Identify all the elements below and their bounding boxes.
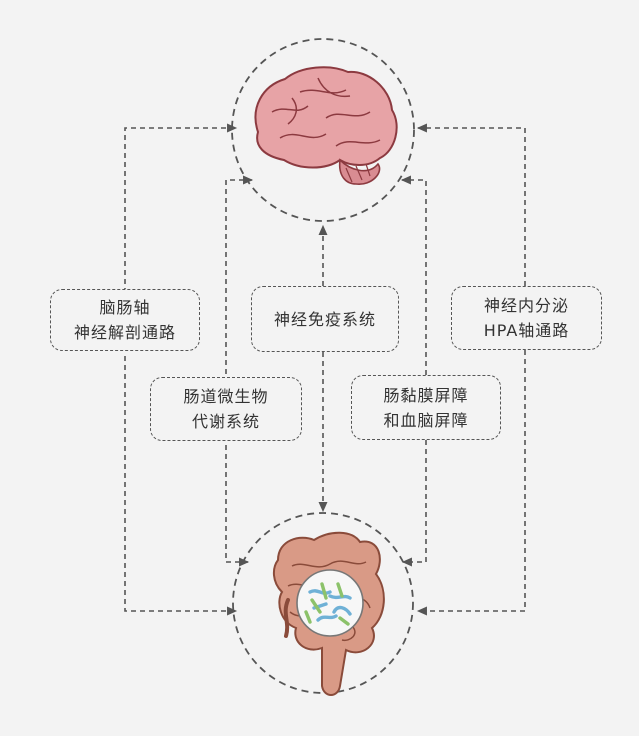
brain-icon [254,66,398,185]
connector-left-inner-bottom [225,445,250,567]
connector-right-outer-top [416,123,526,286]
connector-right-inner-top [400,175,427,375]
connector-left-outer-bottom [124,356,238,616]
pathway-line-2: 代谢系统 [191,412,260,431]
intestine-icon [272,531,385,696]
pathway-line-2: HPA轴通路 [483,321,570,340]
connector-left-outer-top [124,123,238,302]
pathway-line-1: 神经内分泌 [483,296,569,315]
bacteria-icon [304,582,352,626]
pathway-line-1: 脑肠轴 [99,298,151,317]
pathway-line-1: 肠黏膜屏障 [383,385,469,405]
pathway-line-1: 神经免疫系统 [273,309,376,329]
pathway-box-gut-brain-axis: 脑肠轴 神经解剖通路 [50,289,200,351]
pathway-line-2: 和血脑屏障 [383,410,469,430]
pathway-line-2: 神经解剖通路 [73,323,176,342]
connector-right-inner-bottom [401,440,427,567]
pathway-box-immune: 神经免疫系统 [251,286,399,352]
pathway-box-microbiota-metabolism: 肠道微生物 代谢系统 [150,377,302,441]
pathway-box-barrier: 肠黏膜屏障 和血脑屏障 [351,375,501,440]
pathway-line-1: 肠道微生物 [183,387,269,406]
connector-right-outer-bottom [416,350,526,616]
connector-left-inner-top [225,175,254,383]
pathway-box-hpa: 神经内分泌 HPA轴通路 [451,286,602,350]
